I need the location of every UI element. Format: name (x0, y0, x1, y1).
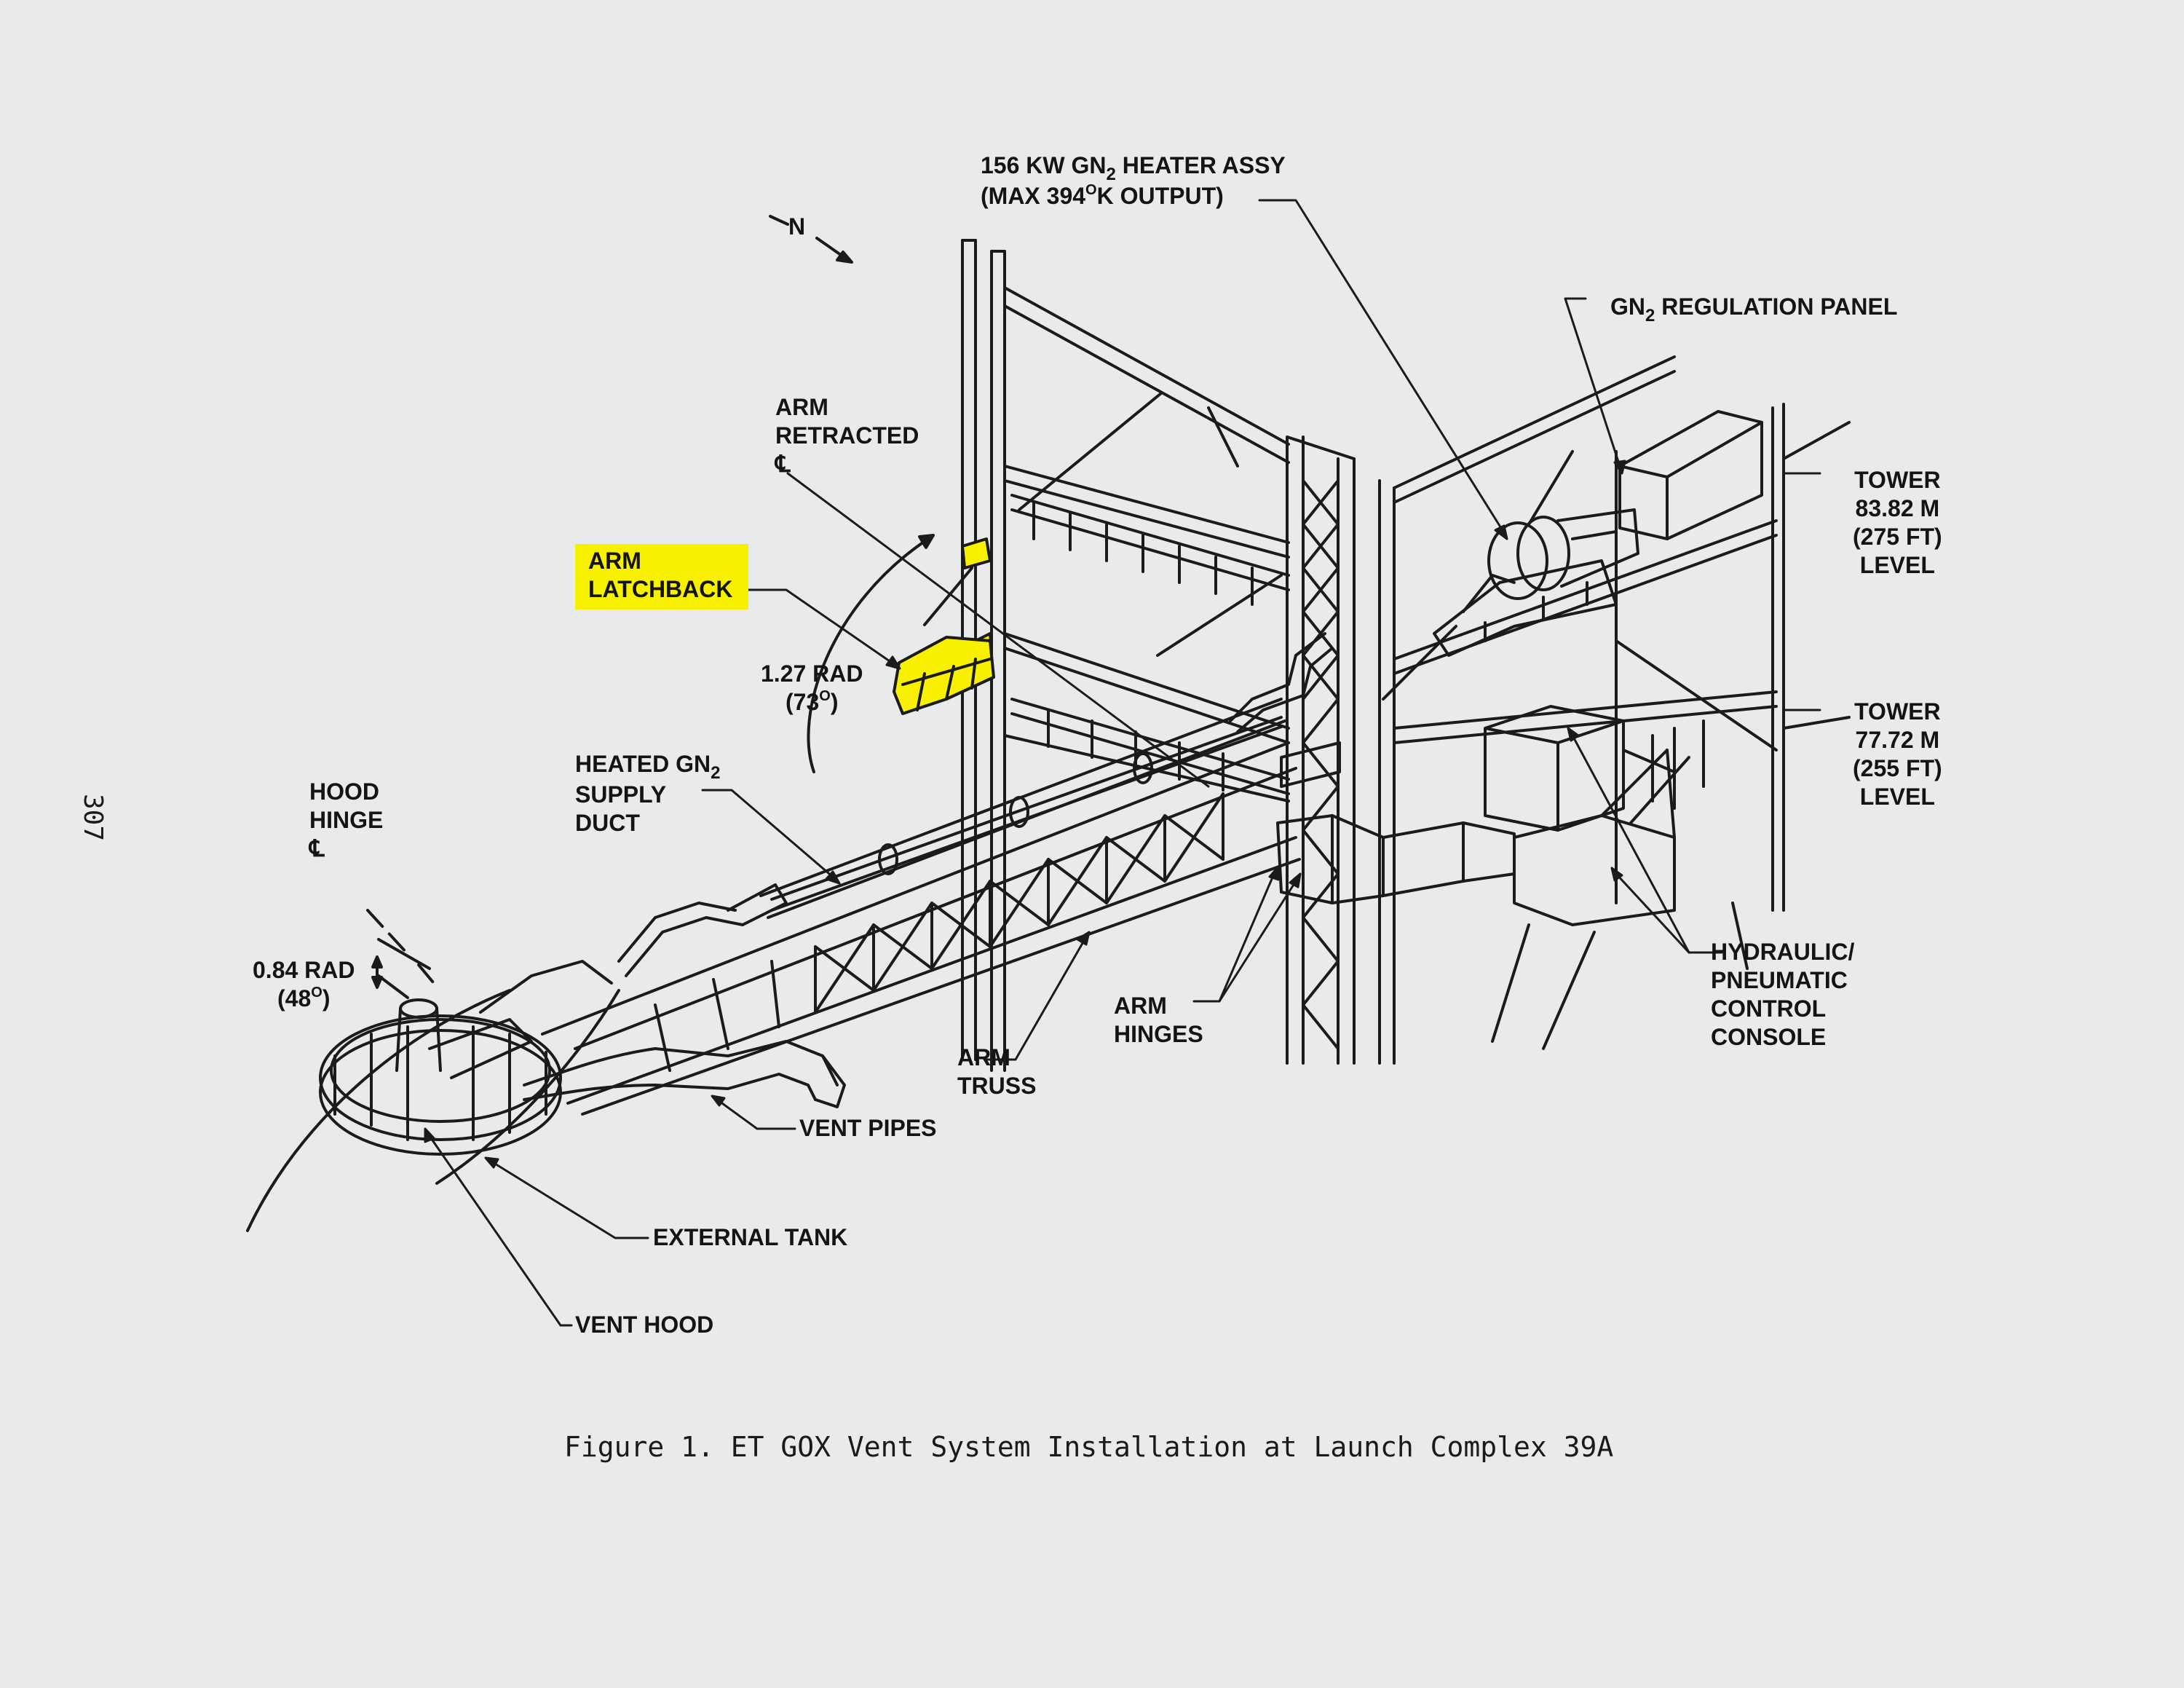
arm-hinge-platform (1276, 741, 1516, 904)
swing-angle-label: 1.27 RAD (73O) (761, 660, 863, 715)
arm-truss-label: ARM TRUSS (957, 1044, 1037, 1099)
vent-hood-label: VENT HOOD (575, 1312, 714, 1338)
arm-truss (541, 632, 1334, 1116)
hood-hinge-centerline (366, 909, 438, 999)
arm-latchback-label: ARM LATCHBACK (575, 544, 749, 610)
swing-arc (807, 534, 973, 773)
centerline-symbol: ℄ (309, 835, 325, 861)
external-tank-label: EXTERNAL TANK (653, 1224, 848, 1250)
heater-assy-label: 156 KW GN2 HEATER ASSY (MAX 394OK OUTPUT… (981, 152, 1286, 209)
gn2-regulation-panel (1618, 410, 1763, 540)
external-tank-outline (246, 989, 620, 1232)
figure-caption: Figure 1. ET GOX Vent System Installatio… (564, 1431, 1614, 1463)
tower-lower-level-label: TOWER 77.72 M (255 FT) LEVEL (1853, 698, 1942, 810)
arm-hinges-label: ARM HINGES (1114, 993, 1203, 1047)
north-arrow-icon (769, 215, 853, 264)
heated-duct-label: HEATED GN2 SUPPLY DUCT (575, 751, 721, 836)
north-label: N (788, 213, 806, 240)
arm-latchback-mechanism (893, 537, 995, 715)
tower-upper-level-label: TOWER 83.82 M (275 FT) LEVEL (1853, 467, 1942, 578)
arm-retracted-label: ARM RETRACTED ℄ (775, 394, 919, 477)
page-number: 307 (78, 794, 108, 842)
regulation-panel-label: GN2 REGULATION PANEL (1610, 293, 1898, 326)
vent-hood (319, 960, 613, 1156)
hood-angle-label: 0.84 RAD (48O) (253, 957, 355, 1011)
leader-lines (424, 199, 1821, 1327)
vent-pipes-label: VENT PIPES (799, 1115, 937, 1141)
control-console (1484, 705, 1705, 926)
hood-hinge-label: HOOD HINGE ℄ (309, 778, 384, 861)
control-console-label: HYDRAULIC/ PNEUMATIC CONTROL CONSOLE (1711, 939, 1855, 1050)
vent-pipes (523, 883, 846, 1108)
centerline-symbol: ℄ (775, 451, 791, 477)
